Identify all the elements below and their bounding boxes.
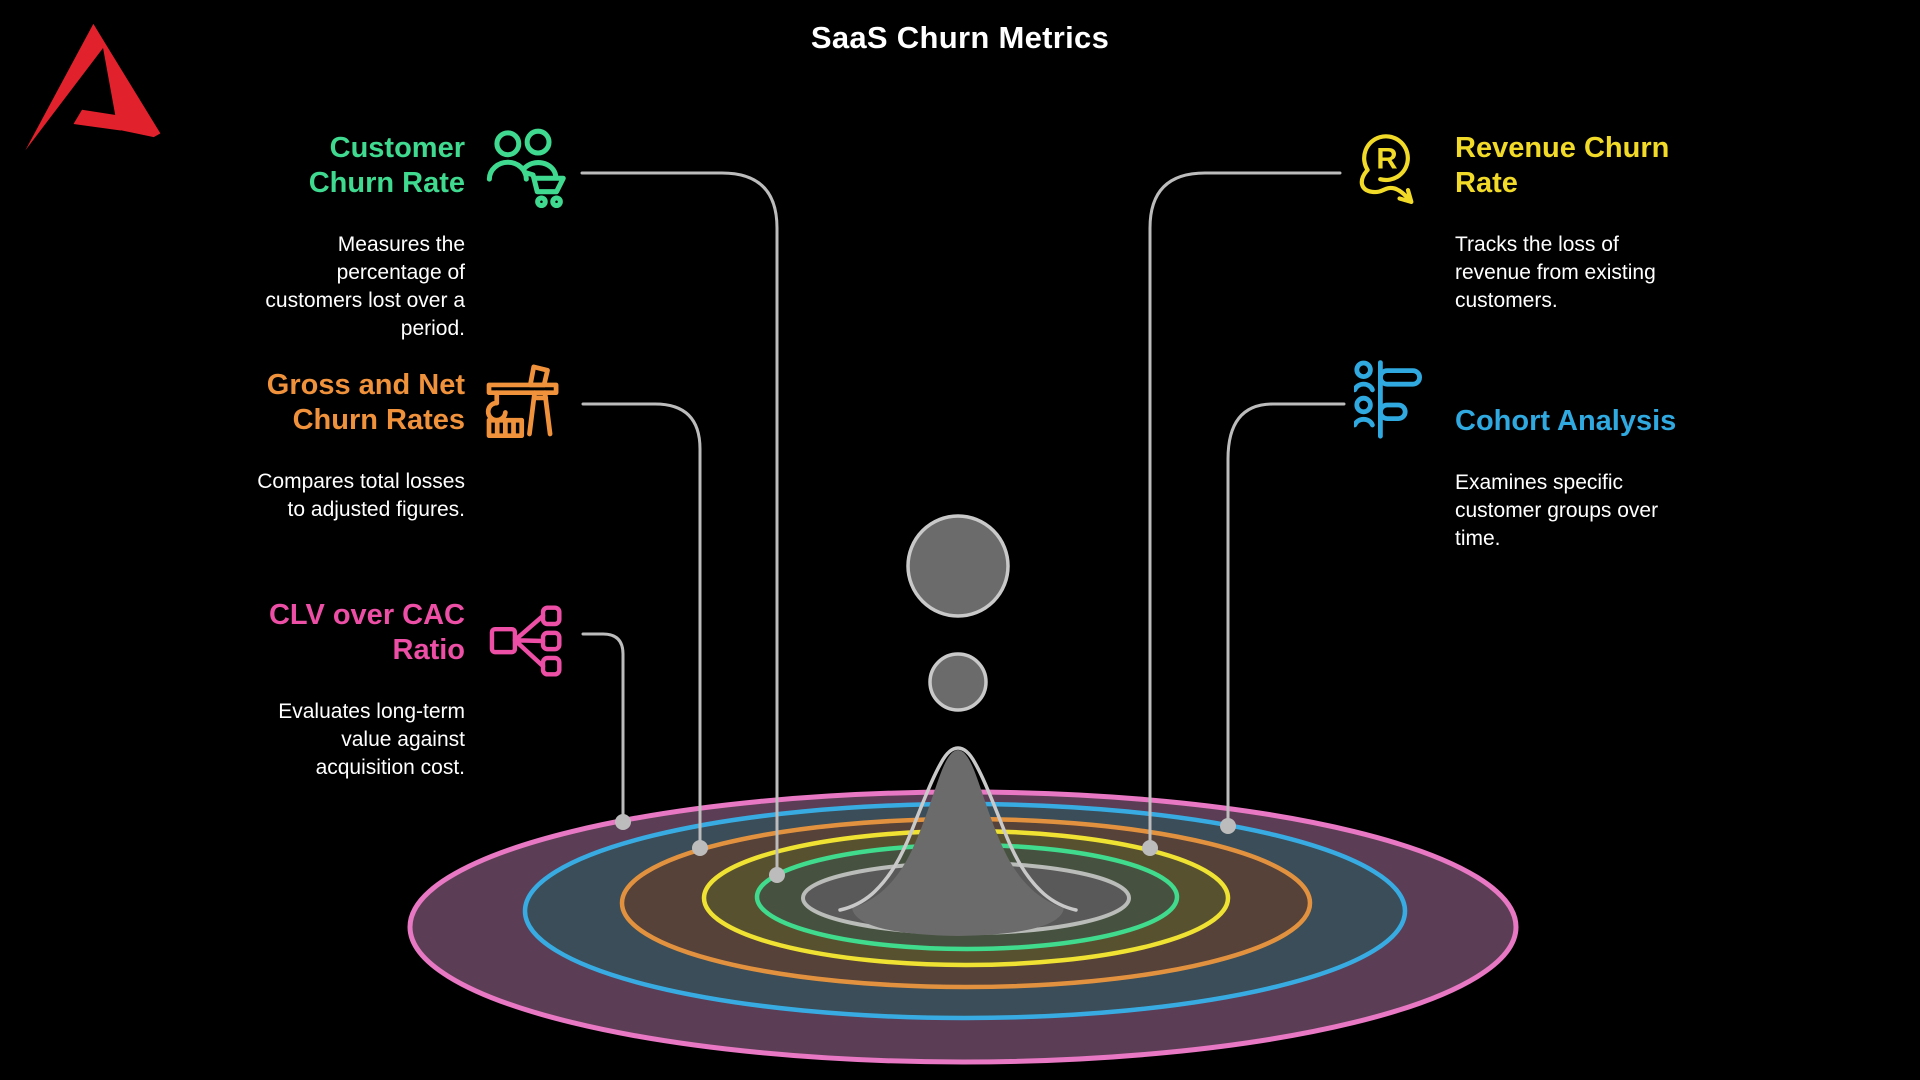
connector-dot-gross-net [692, 840, 708, 856]
metric-title: Cohort Analysis [1455, 405, 1677, 437]
splash-column-outline [838, 746, 1078, 912]
brand-logo-a-icon [25, 23, 161, 151]
droplet-small [928, 652, 988, 712]
r-badge-declining-arrow-icon: R [1350, 133, 1434, 217]
connector-clv-cac [581, 632, 625, 824]
splash-column [852, 750, 1064, 936]
connector-dot-cohort [1220, 818, 1236, 834]
metric-gross-net-churn-rates: Gross and Net Churn Rates Compares total… [250, 368, 465, 524]
droplet-large [906, 514, 1010, 618]
connector-dot-customer-churn [769, 867, 785, 883]
metric-description: Tracks the loss of revenue from existing… [1455, 233, 1656, 312]
connector-dot-clv-cac [615, 814, 631, 830]
metric-cohort-analysis: Cohort Analysis Examines specific custom… [1455, 404, 1685, 553]
connector-cohort [1226, 402, 1346, 828]
metric-title: Gross and Net Churn Rates [266, 369, 465, 436]
people-shopping-cart-icon [486, 127, 570, 211]
connector-revenue-churn [1148, 171, 1342, 850]
metric-title: Customer Churn Rate [308, 132, 465, 199]
metric-title: Revenue Churn Rate [1455, 132, 1670, 199]
page-title: SaaS Churn Metrics [810, 20, 1110, 55]
metric-customer-churn-rate: Customer Churn Rate Measures the percent… [250, 131, 465, 343]
svg-text:R: R [1376, 142, 1397, 175]
metric-description: Evaluates long-term value against acquis… [278, 700, 465, 779]
connector-customer-churn [580, 171, 779, 877]
people-timeline-bars-icon [1354, 360, 1434, 442]
metric-description: Examines specific customer groups over t… [1455, 471, 1659, 550]
connector-gross-net [581, 402, 702, 850]
node-branches-icon [486, 604, 566, 678]
metric-clv-over-cac-ratio: CLV over CAC Ratio Evaluates long-term v… [250, 598, 465, 782]
metric-revenue-churn-rate: Revenue Churn Rate Tracks the loss of re… [1455, 131, 1685, 315]
metric-title: CLV over CAC Ratio [268, 599, 465, 666]
metric-description: Measures the percentage of customers los… [265, 233, 465, 340]
metric-description: Compares total losses to adjusted figure… [257, 470, 465, 521]
connector-dot-revenue-churn [1142, 840, 1158, 856]
construction-crane-icon [483, 360, 569, 446]
